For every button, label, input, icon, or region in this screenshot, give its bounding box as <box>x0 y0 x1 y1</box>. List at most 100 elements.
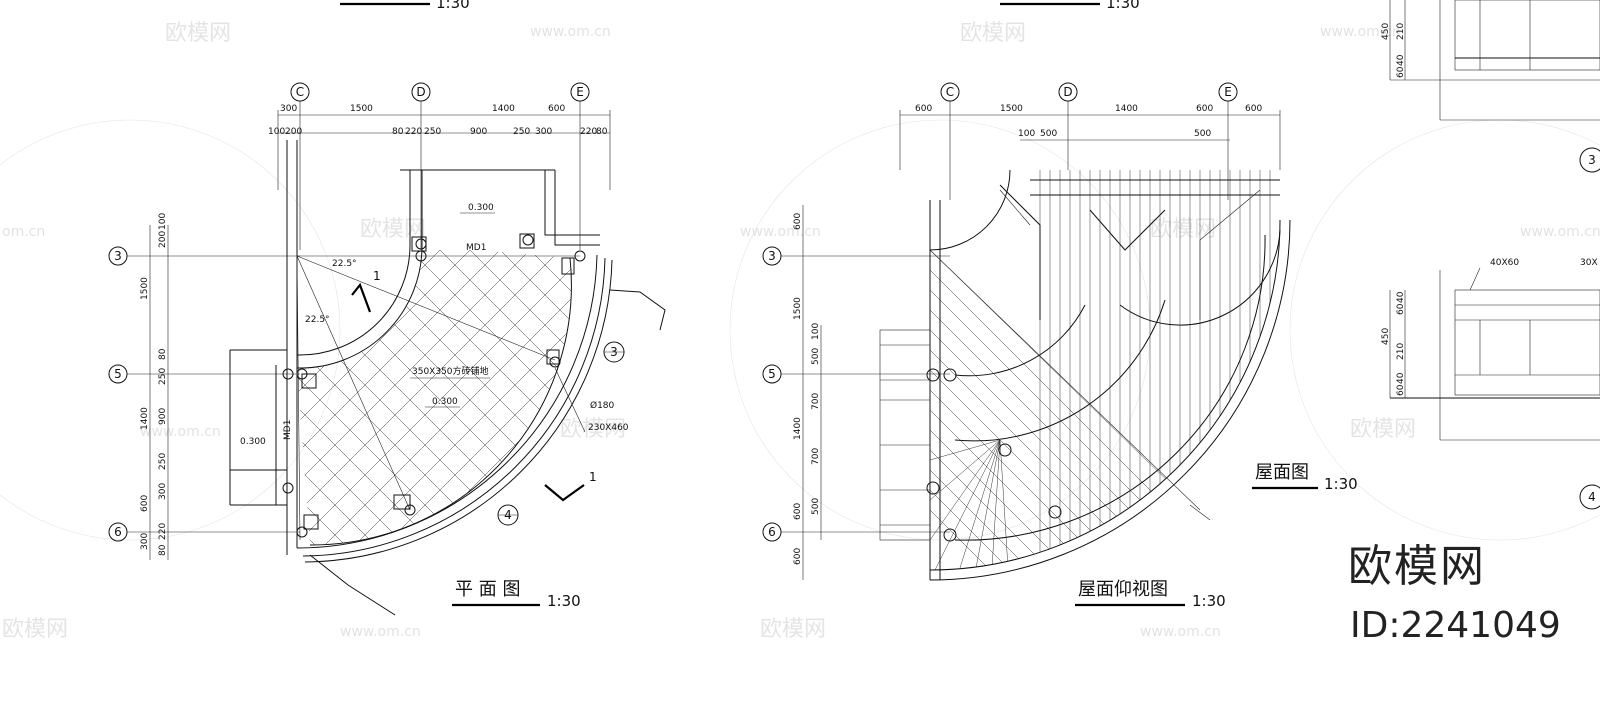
grid-col-c: C <box>296 85 304 99</box>
plan-dim-left: 300 <box>140 533 150 550</box>
plan-dim-top2: 80 <box>392 127 404 137</box>
roof-bottom-dim-top2: 500 <box>1194 129 1211 139</box>
plan-dim-left: 200 <box>158 231 168 248</box>
detail-dim: 450 <box>1381 328 1391 345</box>
detail-dim: 450 <box>1381 23 1391 40</box>
watermark-url: www.om.cn <box>740 224 821 240</box>
roof-bottom-dim-top: 1500 <box>1000 104 1023 114</box>
plan-door-note: MD1 <box>283 420 293 440</box>
plan-dim-left: 300 <box>158 483 168 500</box>
roof-bottom-dim-top: 600 <box>1245 104 1262 114</box>
watermark-brand: 欧模网 <box>960 21 1026 46</box>
plan-dim-top: 1500 <box>350 104 373 114</box>
plan-detail-4: 4 <box>504 508 512 522</box>
grid-row-3: 3 <box>768 249 776 263</box>
watermark-url: www.om.cn <box>340 624 421 640</box>
roof-bottom-dim-top: 1400 <box>1115 104 1138 114</box>
watermark-layer: 欧模网 www.om.cn 欧模网 www.om.cn 欧模网 om.cn ww… <box>0 21 1600 642</box>
plan-dim-left: 220 <box>158 523 168 540</box>
plan-dim-top: 300 <box>280 104 297 114</box>
watermark-brand: 欧模网 <box>360 217 426 242</box>
plan-scale: 1:30 <box>547 592 581 610</box>
roof-bottom-dim-left: 600 <box>793 213 803 230</box>
plan-dim-top2: 220 <box>580 127 597 137</box>
top-scale-right: 1:30 <box>1106 0 1140 12</box>
plan-dim-left: 1500 <box>140 277 150 300</box>
detail-marker-3: 3 <box>1588 153 1596 167</box>
roof-bottom-dim-left: 500 <box>811 498 821 515</box>
plan-dim-top2: 250 <box>513 127 530 137</box>
watermark-url: www.om.cn <box>1520 224 1600 240</box>
watermark-brand: 欧模网 <box>760 617 826 642</box>
plan-door-note: MD1 <box>466 243 486 253</box>
roof-bottom-dim-left: 1500 <box>793 297 803 320</box>
watermark-url: om.cn <box>2 224 45 240</box>
plan-dim-top2: 900 <box>470 127 487 137</box>
plan-dim-top2: 250 <box>424 127 441 137</box>
detail-label: 30X <box>1580 258 1598 268</box>
plan-beam-note: 230X460 <box>588 423 629 433</box>
plan-detail-3: 3 <box>610 345 618 359</box>
watermark-brand: 欧模网 <box>1350 417 1416 442</box>
plan-dim-top: 1400 <box>492 104 515 114</box>
plan-dim-top: 600 <box>548 104 565 114</box>
plan-level-note: 0.300 <box>468 203 494 213</box>
grid-row-6: 6 <box>114 525 122 539</box>
plan-section-mark: 1 <box>589 470 597 484</box>
roof-bottom-dim-left: 600 <box>793 503 803 520</box>
plan-dim-top2: 80 <box>596 127 608 137</box>
detail-dim: 210 <box>1396 23 1406 40</box>
plan-dim-top2: 300 <box>535 127 552 137</box>
grid-col-d: D <box>1063 85 1072 99</box>
floor-plan: C D E 300 1500 1400 600 100 200 80 220 2… <box>108 82 666 616</box>
plan-dim-left: 900 <box>158 408 168 425</box>
plan-dim-top2: 220 <box>405 127 422 137</box>
roof-bottom-dim-left: 700 <box>811 393 821 410</box>
roof-bottom-dim-left: 1400 <box>793 417 803 440</box>
right-details: 450 210 60 40 3 40X60 30X 450 210 60 40 … <box>1381 0 1600 510</box>
grid-row-3: 3 <box>114 249 122 263</box>
brand-id: ID:2241049 <box>1350 605 1561 646</box>
watermark-url: www.om.cn <box>1140 624 1221 640</box>
detail-label: 40X60 <box>1490 258 1519 268</box>
detail-dim: 40 <box>1396 372 1406 384</box>
detail-dim: 60 <box>1396 384 1406 396</box>
roof-bottom-scale: 1:30 <box>1192 592 1226 610</box>
plan-angle-note: 22.5° <box>305 315 330 325</box>
roof-bottom-dim-top: 600 <box>1196 104 1213 114</box>
detail-dim: 40 <box>1396 54 1406 66</box>
watermark-brand: 欧模网 <box>2 617 68 642</box>
watermark-url: www.om.cn <box>1320 24 1401 40</box>
plan-title: 平 面 图 <box>455 579 520 600</box>
plan-dim-left: 100 <box>158 213 168 230</box>
plan-level-note: 0.300 <box>240 437 266 447</box>
grid-col-d: D <box>416 85 425 99</box>
roof-bottom-dim-top2: 100 <box>1018 129 1035 139</box>
plan-dim-left: 600 <box>140 495 150 512</box>
plan-level-note: 0.300 <box>432 397 458 407</box>
roof-title: 屋面图 <box>1255 462 1309 483</box>
grid-col-e: E <box>1224 85 1232 99</box>
top-scale-left: 1:30 <box>436 0 470 12</box>
detail-dim: 60 <box>1396 303 1406 315</box>
watermark-url: www.om.cn <box>530 24 611 40</box>
roof-bottom-dim-left: 500 <box>811 348 821 365</box>
watermark-url: www.om.cn <box>140 424 221 440</box>
roof-bottom-dim-left: 100 <box>811 323 821 340</box>
grid-col-c: C <box>946 85 954 99</box>
grid-row-5: 5 <box>114 367 122 381</box>
plan-floor-note: 350X350方砖铺地 <box>412 365 489 377</box>
plan-pipe-note: Ø180 <box>590 400 615 411</box>
grid-row-6: 6 <box>768 525 776 539</box>
plan-dim-left: 1400 <box>140 407 150 430</box>
plan-dim-top2: 200 <box>285 127 302 137</box>
plan-dim-left: 80 <box>158 544 168 556</box>
roof-scale: 1:30 <box>1324 475 1358 493</box>
detail-dim: 60 <box>1396 66 1406 78</box>
roof-bottom-dim-left: 600 <box>793 548 803 565</box>
plan-section-mark: 1 <box>373 269 381 283</box>
detail-marker-4: 4 <box>1588 490 1596 504</box>
roof-bottom-dim-top: 600 <box>915 104 932 114</box>
grid-col-e: E <box>576 85 584 99</box>
